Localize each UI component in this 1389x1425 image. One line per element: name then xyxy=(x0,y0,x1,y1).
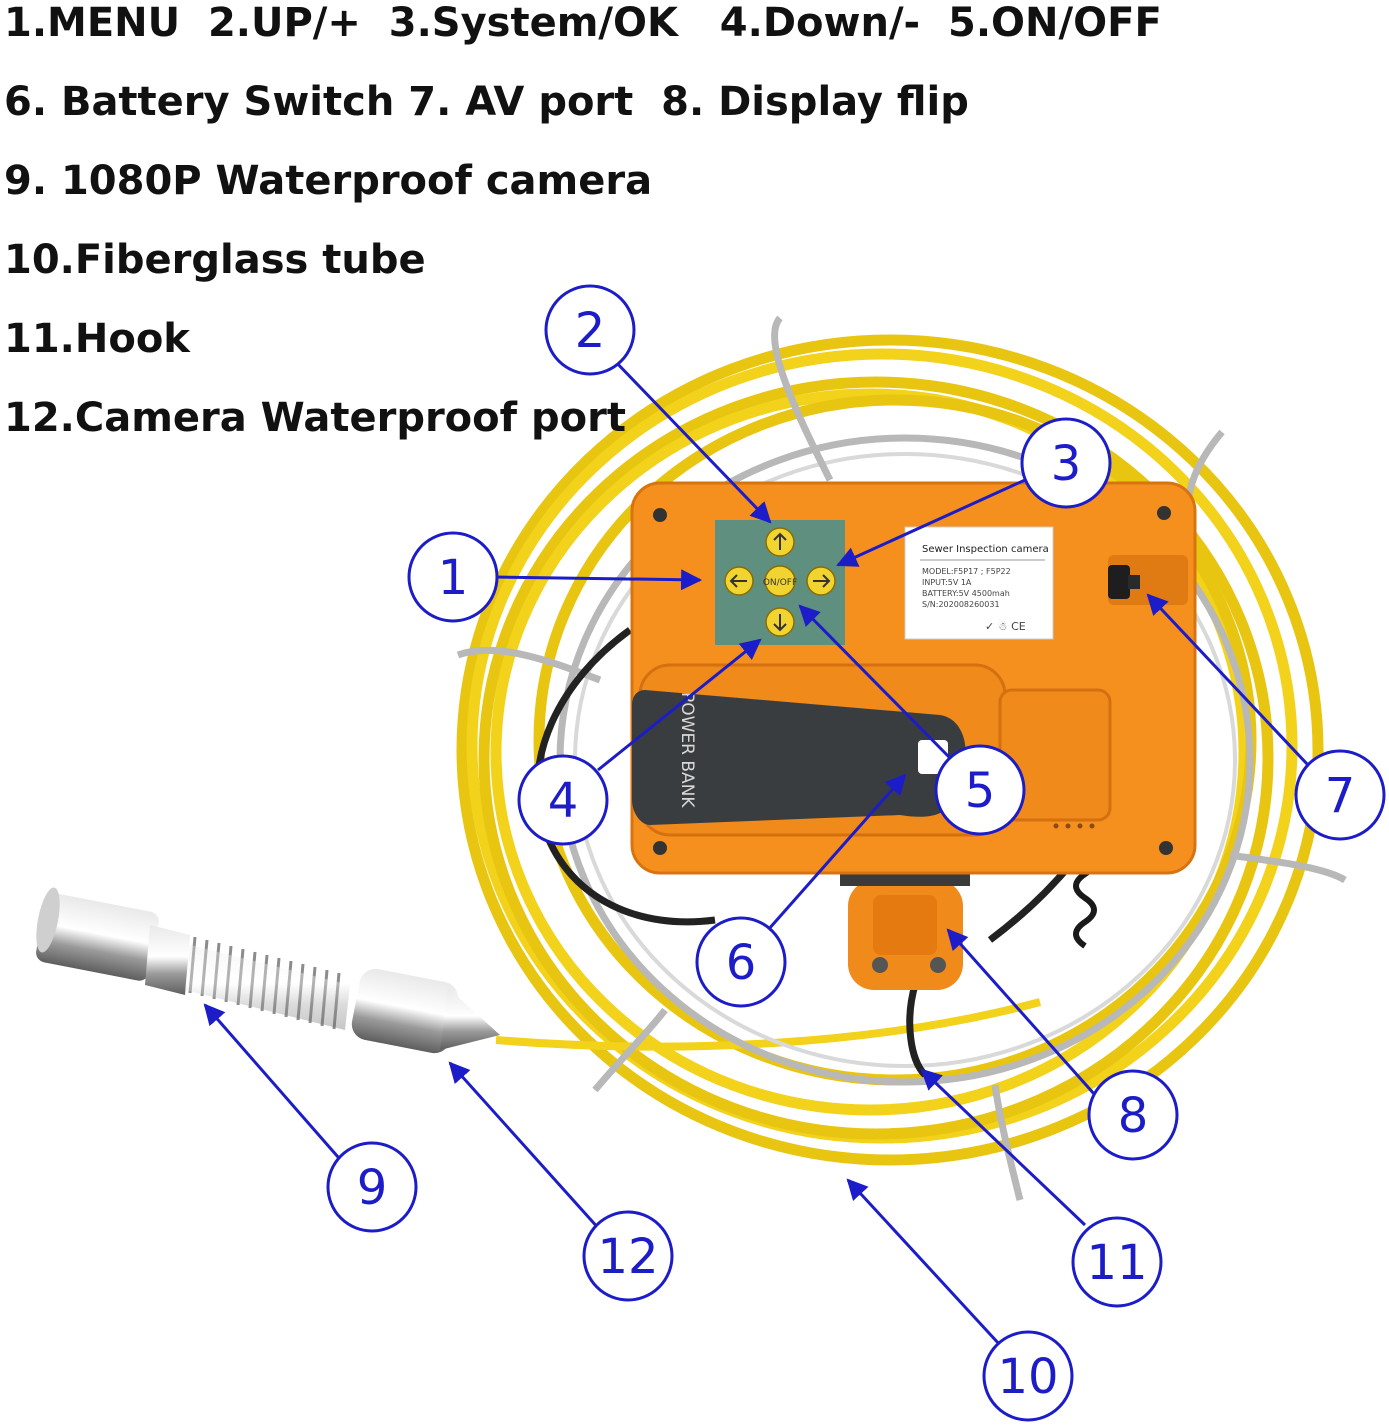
steel-reel-frame xyxy=(456,315,1347,1201)
callout-circle-10 xyxy=(982,1330,1074,1422)
callout-circles xyxy=(326,284,1386,1422)
callout-number-3: 3 xyxy=(1051,436,1082,492)
callout-number-12: 12 xyxy=(597,1229,658,1285)
arrow-10 xyxy=(846,1178,1002,1347)
arrow-8 xyxy=(946,928,1097,1096)
callout-circle-3 xyxy=(1020,417,1112,509)
sticker-model: MODEL:F5P17 ; F5P22 xyxy=(922,567,1011,576)
battery-label: POWER BANK xyxy=(677,692,697,808)
sticker-battery: BATTERY:5V 4500mah xyxy=(922,589,1010,598)
sticker-input: INPUT:5V 1A xyxy=(922,578,972,587)
callout-number-7: 7 xyxy=(1325,768,1356,824)
legend-line-6: 12.Camera Waterproof port xyxy=(4,395,626,441)
display-flip-hinge xyxy=(840,870,970,990)
av-port-connector xyxy=(1108,565,1140,599)
callout-circle-9 xyxy=(326,1141,418,1233)
legend-line-3: 9. 1080P Waterproof camera xyxy=(4,158,653,204)
legend: 1.MENU 2.UP/+ 3.System/OK 4.Down/- 5.ON/… xyxy=(4,0,1162,474)
callout-number-6: 6 xyxy=(726,935,757,991)
callout-circle-7 xyxy=(1294,749,1386,841)
fiberglass-tube xyxy=(456,334,1324,1166)
callout-circle-2 xyxy=(544,284,636,376)
system-ok-button[interactable] xyxy=(806,566,836,596)
battery-handle: POWER BANK xyxy=(632,663,1112,837)
callout-circle-8 xyxy=(1087,1069,1179,1161)
arrow-12 xyxy=(448,1061,602,1232)
arrow-5 xyxy=(798,604,952,760)
callout-circle-6 xyxy=(695,916,787,1008)
callout-circle-12 xyxy=(582,1210,674,1302)
callout-circle-1 xyxy=(407,531,499,623)
arrow-6 xyxy=(766,773,907,931)
on-off-button-label: ON/OFF xyxy=(763,578,797,588)
on-off-button[interactable]: ON/OFF xyxy=(763,565,797,597)
keypad: ON/OFF xyxy=(715,520,845,645)
up-button[interactable] xyxy=(765,527,795,557)
legend-line-2: 6. Battery Switch 7. AV port 8. Display … xyxy=(4,79,969,125)
arrow-3 xyxy=(836,478,1026,567)
callout-arrows xyxy=(203,356,1310,1347)
waterproof-port xyxy=(351,968,500,1054)
callout-circle-4 xyxy=(517,754,609,846)
arrow-9 xyxy=(203,1003,347,1166)
sticker-title: Sewer Inspection camera xyxy=(922,544,1049,555)
arrow-11 xyxy=(920,1068,1087,1227)
callout-number-2: 2 xyxy=(575,303,606,359)
spec-sticker: Sewer Inspection camera MODEL:F5P17 ; F5… xyxy=(904,526,1054,640)
callout-number-10: 10 xyxy=(997,1349,1058,1405)
arrow-1 xyxy=(494,569,703,591)
arrow-4 xyxy=(597,638,762,772)
legend-line-5: 11.Hook xyxy=(4,316,190,362)
callout-number-9: 9 xyxy=(357,1160,388,1216)
callout-numbers: 1 2 3 4 5 6 7 8 9 10 11 12 xyxy=(357,303,1356,1405)
legend-line-4: 10.Fiberglass tube xyxy=(4,237,426,283)
callout-number-8: 8 xyxy=(1118,1088,1149,1144)
callout-number-11: 11 xyxy=(1086,1235,1147,1291)
camera-head xyxy=(36,887,350,1030)
sticker-marks: ✓ ☃ CE xyxy=(985,620,1026,633)
arrow-2 xyxy=(610,356,772,524)
callout-circle-11 xyxy=(1071,1216,1163,1308)
callout-number-5: 5 xyxy=(965,763,996,819)
callout-circle-5 xyxy=(934,744,1026,836)
menu-button[interactable] xyxy=(724,566,754,596)
arrow-7 xyxy=(1146,593,1310,767)
sticker-serial: S/N:202008260031 xyxy=(922,600,1000,609)
down-button[interactable] xyxy=(765,607,795,637)
legend-line-1: 1.MENU 2.UP/+ 3.System/OK 4.Down/- 5.ON/… xyxy=(4,0,1162,46)
callout-number-4: 4 xyxy=(548,773,579,829)
callout-number-1: 1 xyxy=(438,550,469,606)
